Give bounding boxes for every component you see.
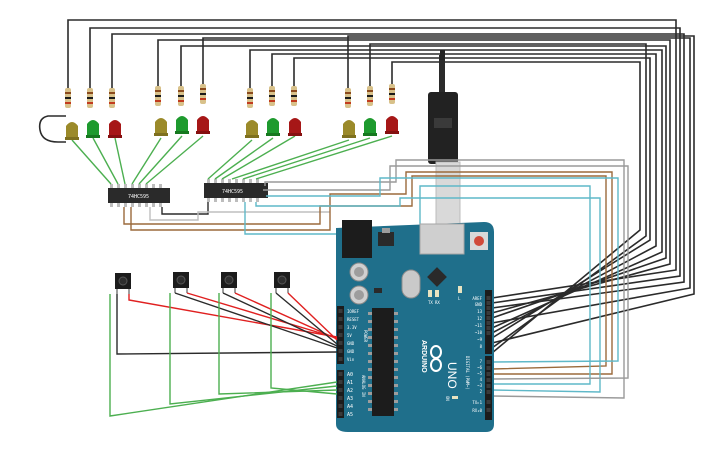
digital-pin-9: ~9 [477,337,482,342]
resistor [178,86,184,106]
l-label: L [458,296,461,301]
digital-pin-10: ~10 [475,330,483,335]
yellow-led[interactable] [342,120,356,138]
green-led[interactable] [363,118,377,136]
shift-register-1-label: 74HC595 [128,194,149,200]
resistor [87,88,93,108]
analog-pin-a0: A0 [347,372,353,378]
analog-pin-a1: A1 [347,380,353,386]
red-led[interactable] [108,120,122,138]
uno-model-text: UNO [445,362,459,389]
push-button-4[interactable] [274,272,290,293]
power-pin-ioref: IOREF [347,309,360,314]
atmega-chip [372,308,394,416]
resistor [345,88,351,108]
digital-pin-tx1: TX▸1 [472,400,482,405]
power-header-label: POWER [363,330,368,343]
power-pin-3v3: 3.3V [347,325,357,330]
power-pin-reset: RESET [347,317,360,322]
digital-pin-3: ~3 [477,383,482,388]
shift-register-2[interactable]: 74HC595 [204,179,268,202]
power-pin-gnd-2: GND [347,349,355,354]
digital-pin-4: 4 [480,377,483,382]
usb-cable [428,50,461,233]
power-jack [342,220,372,258]
digital-pin-8: 8 [480,344,483,349]
yellow-led[interactable] [245,120,259,138]
resistor [155,86,161,106]
usb-jack [419,223,465,255]
resistor [389,84,395,104]
push-button-2[interactable] [173,272,189,293]
yellow-led[interactable] [154,118,168,136]
register-control-wires [123,159,629,399]
yellow-led[interactable] [65,122,79,140]
resistor [109,88,115,108]
led-row [65,116,399,140]
arduino-logo: ARDUINO [420,340,442,373]
analog-header-label: ANALOG IN [361,375,366,397]
arduino-brand-text: ARDUINO [420,340,427,373]
resistor [65,88,71,108]
digital-pin-13: 13 [477,309,482,314]
digital-pin-rx0: RX◂0 [472,408,482,413]
green-led[interactable] [175,116,189,134]
push-button-1[interactable] [115,273,131,294]
power-pin-gnd-1: GND [347,341,355,346]
analog-pin-a3: A3 [347,396,353,402]
ground-loop-wire [38,115,66,143]
button-wires [109,292,338,417]
shift-register-1[interactable]: 74HC595 [108,184,170,207]
analog-pin-a2: A2 [347,388,353,394]
resistor [269,86,275,106]
resistor [247,88,253,108]
analog-pin-a5: A5 [347,412,353,418]
led-to-register-wires [71,135,393,185]
digital-pin-11: ~11 [475,323,483,328]
digital-pin-aref: AREF [472,296,482,301]
power-pin-vin: Vin [347,357,355,362]
digital-pin-gnd: GND [475,302,483,307]
resistor [367,86,373,106]
resistor-signal-wires [67,19,695,354]
on-led-label: ON [445,396,450,401]
analog-header [337,370,344,418]
power-pin-5v: 5V [347,333,352,338]
tx-label: TX [428,300,433,305]
rx-label: RX [435,300,440,305]
analog-pin-a4: A4 [347,404,353,410]
digital-pin-7: 7 [480,359,483,364]
resistor [291,86,297,106]
push-button-3[interactable] [221,272,237,293]
green-led[interactable] [266,118,280,136]
digital-pin-5: ~5 [477,371,482,376]
digital-pin-12: 12 [477,316,482,321]
red-led[interactable] [196,116,210,134]
digital-header-label: DIGITAL (PWM~) [465,356,470,390]
resistor-row [65,84,395,108]
push-button-row [115,272,290,294]
arduino-uno-board[interactable]: TX RX L ARDUINO UNO ON IOREF RESET 3.3V … [336,220,494,432]
resistor [200,84,206,104]
red-led[interactable] [385,116,399,134]
digital-pin-2: 2 [480,389,483,394]
digital-pin-6: ~6 [477,365,482,370]
green-led[interactable] [86,120,100,138]
shift-register-2-label: 74HC595 [222,189,243,195]
red-led[interactable] [288,118,302,136]
